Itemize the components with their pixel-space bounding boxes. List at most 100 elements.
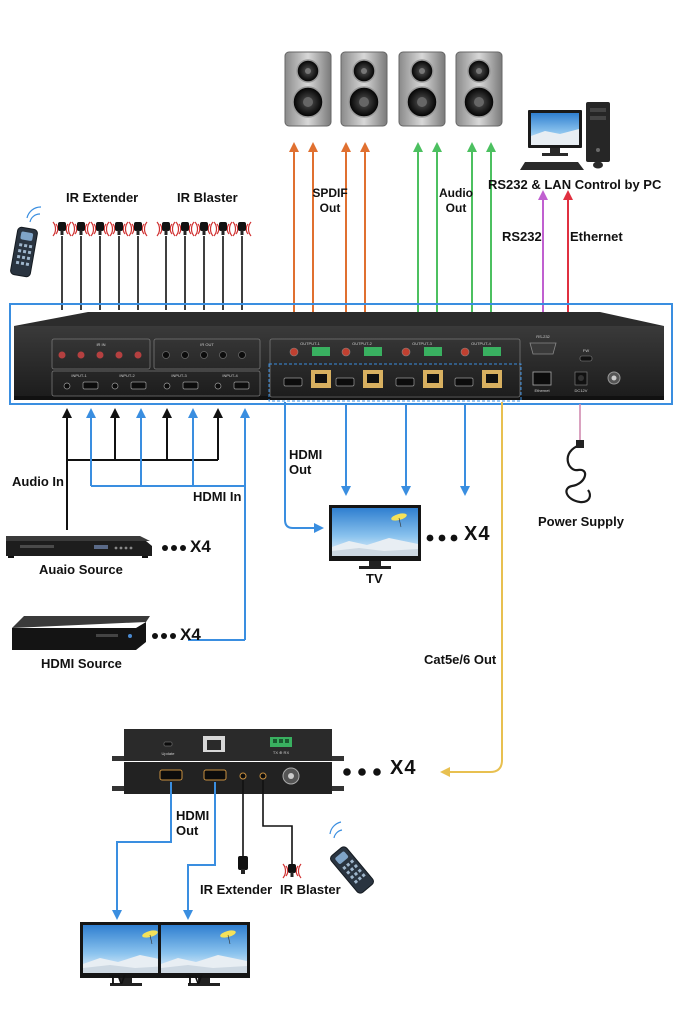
analog-audio-jack — [163, 382, 171, 390]
ethernet-label: Ethernet — [570, 229, 623, 244]
tv-icon — [328, 504, 422, 570]
dvd-player-icon — [6, 536, 152, 558]
ir-out-panel-label: IR OUT — [200, 342, 214, 347]
ir-emitter-icon — [90, 221, 110, 237]
ir-blaster-group — [156, 221, 252, 310]
spdif-lines — [289, 142, 370, 324]
power-adapter-icon — [565, 440, 591, 504]
hdmi-out-lines — [284, 402, 470, 533]
spdif-port — [460, 347, 470, 357]
analog-audio-jack — [111, 382, 119, 390]
ir-extender-label: IR Extender — [66, 190, 139, 205]
input-panel-label: INPUT-4 — [222, 373, 238, 378]
hdmi-source-label: HDMI Source — [41, 656, 122, 671]
speaker-icon — [455, 51, 503, 127]
output-panel-label: OUTPUT-3 — [412, 341, 433, 346]
hdmi-output-highlight — [268, 363, 522, 402]
spdif-port — [401, 347, 411, 357]
matrix-device: IR IN IR OUT INPUT-1 INPUT-2 INPUT-3 INPUT-… — [14, 312, 664, 400]
receiver-device: Update TX ⊕ RX — [112, 729, 344, 794]
tv-icon — [157, 921, 251, 987]
hdmi-source-icon — [12, 616, 150, 650]
hdbaset-port-socket — [315, 374, 327, 383]
audio-source-label: Auaio Source — [39, 562, 123, 577]
hdmi-output-port — [454, 377, 474, 387]
ir-emitter-icon — [282, 863, 302, 879]
receiver-usb-label: Update — [162, 751, 176, 756]
receiver-ir-lines — [242, 780, 293, 864]
spdif-port — [289, 347, 299, 357]
power-supply-label: Power Supply — [538, 514, 624, 529]
fw-panel-label: FW — [583, 348, 589, 353]
hdmi-input-port — [82, 381, 99, 390]
ir-emitter-icon — [194, 221, 214, 237]
ir-extender-group — [52, 221, 148, 310]
analog-audio-out-lines — [413, 142, 496, 324]
input-panel-label: INPUT-1 — [71, 373, 87, 378]
rs232-panel-label: RS-232 — [536, 334, 550, 339]
audio-terminal — [483, 347, 501, 356]
tv-left-label: TV — [109, 972, 126, 987]
device-highlight-box — [9, 303, 673, 405]
audio-in-label: Audio In — [12, 474, 64, 489]
hdmi-input-port — [130, 381, 147, 390]
ir-emitter-icon — [232, 221, 252, 237]
analog-audio-jack — [214, 382, 222, 390]
hdmi-input-port — [182, 381, 199, 390]
pc-control-label: RS232 & LAN Control by PC — [488, 177, 662, 192]
receiver-ir-blaster-label: IR Blaster — [280, 882, 341, 897]
receiver-hdmi-out-label: HDMI Out — [176, 808, 210, 838]
ir-remote-waves — [26, 206, 42, 223]
ir-emitter-icon — [109, 221, 129, 237]
ir-blaster-label: IR Blaster — [177, 190, 238, 205]
receiver-hdmi-out-lines — [112, 782, 216, 920]
hdbaset-port-socket — [427, 374, 439, 383]
audio-terminal — [364, 347, 382, 356]
spdif-out-label: SPDIF Out — [312, 186, 348, 215]
ir-emitter-icon — [213, 221, 233, 237]
ir-emitter-icon — [238, 856, 248, 874]
hdmi-source-multiplier: X4 — [180, 625, 201, 644]
cat-out-line — [440, 402, 503, 777]
receiver-multiplier: X4 — [390, 757, 417, 779]
rs232-label: RS232 — [502, 229, 542, 244]
hdmi-in-lines — [86, 408, 250, 641]
audio-source-multiplier: X4 — [190, 537, 211, 556]
remote-icon — [9, 226, 39, 278]
tv-label: TV — [366, 571, 383, 586]
hdmi-out-label: HDMI Out — [289, 447, 323, 477]
ir-in-panel-label: IR IN — [96, 342, 105, 347]
receiver-ir-extender-label: IR Extender — [200, 882, 273, 897]
pc-icon — [520, 102, 610, 170]
output-panel-label: OUTPUT-2 — [352, 341, 373, 346]
tv-right-label: TV — [186, 972, 203, 987]
ethernet-panel-label: Ethernet — [534, 388, 550, 393]
hdmi-in-label: HDMI In — [193, 489, 242, 504]
audio-in-lines — [62, 408, 223, 530]
ir-emitter-icon — [52, 221, 72, 237]
audio-terminal — [312, 347, 330, 356]
audio-out-label: Audio Out — [439, 186, 473, 215]
receiver-ir-label: TX ⊕ RX — [273, 750, 290, 755]
input-panel-label: INPUT-2 — [119, 373, 135, 378]
hdmi-output-port — [335, 377, 355, 387]
ir-emitter-icon — [71, 221, 91, 237]
output-panel-label: OUTPUT-1 — [300, 341, 321, 346]
dc-panel-label: DC12V — [575, 388, 588, 393]
ir-emitter-icon — [128, 221, 148, 237]
input-panel-label: INPUT-3 — [171, 373, 187, 378]
speaker-icon — [398, 51, 446, 127]
ellipsis-dots — [152, 534, 458, 776]
speaker-icon — [284, 51, 332, 127]
tv-multiplier: X4 — [464, 523, 491, 545]
analog-audio-jack — [63, 382, 71, 390]
hdmi-output-port — [395, 377, 415, 387]
ir-emitter-icon — [156, 221, 176, 237]
cat-out-label: Cat5e/6 Out — [424, 652, 497, 667]
hdbaset-port-socket — [486, 374, 498, 383]
spdif-port — [341, 347, 351, 357]
ir-emitter-icon — [175, 221, 195, 237]
output-panel-label: OUTPUT-4 — [471, 341, 492, 346]
